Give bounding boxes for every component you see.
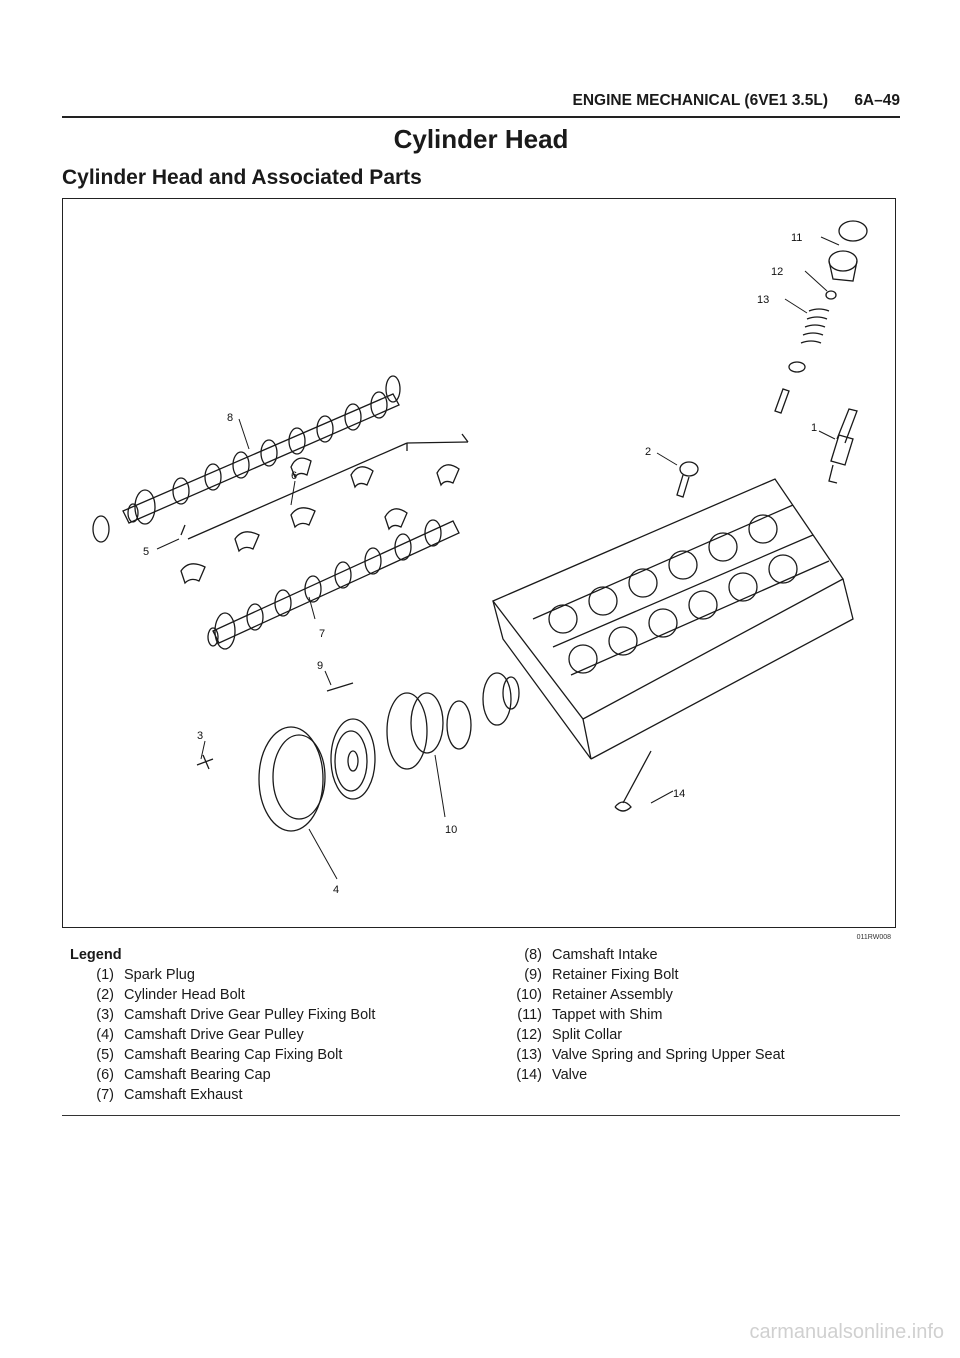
retainer-bolt-illustration <box>326 682 354 692</box>
callout-labels: 1 2 3 4 5 6 7 8 9 10 11 12 13 14 <box>143 232 817 896</box>
watermark: carmanualsonline.info <box>749 1321 944 1343</box>
cylinder-head-illustration <box>491 478 854 760</box>
callout-1: 1 <box>811 422 817 434</box>
pulley-bolt-illustration <box>196 754 214 770</box>
page-header: ENGINE MECHANICAL (6VE1 3.5L) 6A–49 <box>62 92 900 116</box>
legend-item: (8)Camshaft Intake <box>524 947 658 963</box>
diagram-drawing: 1 2 3 4 5 6 7 8 9 10 11 12 13 14 <box>92 220 868 896</box>
callout-13: 13 <box>757 294 769 306</box>
bearing-caps-lower <box>180 507 316 585</box>
callout-12: 12 <box>771 266 783 278</box>
legend-item: (5)Camshaft Bearing Cap Fixing Bolt <box>96 1047 343 1063</box>
legend-item: (7)Camshaft Exhaust <box>96 1087 243 1103</box>
callout-3: 3 <box>197 730 203 742</box>
legend-item: (4)Camshaft Drive Gear Pulley <box>96 1027 304 1043</box>
legend-item: (2)Cylinder Head Bolt <box>96 987 245 1003</box>
legend-column-left: (1)Spark Plug (2)Cylinder Head Bolt (3)C… <box>62 967 376 1107</box>
callout-10: 10 <box>445 824 457 836</box>
page-title: Cylinder Head <box>393 124 569 154</box>
valve-train-illustration <box>774 220 868 414</box>
legend-column-right: (8)Camshaft Intake (9)Retainer Fixing Bo… <box>490 947 785 1087</box>
legend-item: (11)Tappet with Shim <box>517 1007 663 1023</box>
callout-5: 5 <box>143 546 149 558</box>
drive-gear-pulley-illustration <box>258 718 376 832</box>
section-title: ENGINE MECHANICAL (6VE1 3.5L) <box>572 92 828 109</box>
callout-11: 11 <box>791 232 802 244</box>
section-subtitle: Cylinder Head and Associated Parts <box>62 166 422 189</box>
callout-8: 8 <box>227 412 233 424</box>
legend-item: (3)Camshaft Drive Gear Pulley Fixing Bol… <box>96 1007 376 1023</box>
callout-14: 14 <box>673 788 685 800</box>
callout-6: 6 <box>291 470 297 482</box>
footer-rule <box>62 1115 900 1116</box>
legend-item: (12)Split Collar <box>516 1027 623 1043</box>
bearing-caps-upper <box>187 433 469 540</box>
legend-item: (10)Retainer Assembly <box>516 987 673 1003</box>
legend-heading: Legend <box>70 947 122 963</box>
legend-item: (14)Valve <box>516 1067 588 1083</box>
cylinder-head-bolt-illustration <box>676 461 699 498</box>
legend-item: (13)Valve Spring and Spring Upper Seat <box>516 1047 785 1063</box>
exploded-diagram: 1 2 3 4 5 6 7 8 9 10 11 12 13 14 011RW00… <box>62 198 896 941</box>
legend-item: (9)Retainer Fixing Bolt <box>524 967 679 983</box>
spark-plug-illustration <box>828 408 858 484</box>
figure-code: 011RW008 <box>856 934 891 941</box>
callout-4: 4 <box>333 884 339 896</box>
legend-item: (6)Camshaft Bearing Cap <box>96 1067 271 1083</box>
callout-7: 7 <box>319 628 325 640</box>
legend-item: (1)Spark Plug <box>96 967 195 983</box>
callout-9: 9 <box>317 660 323 672</box>
page-number: 6A–49 <box>854 92 900 109</box>
callout-2: 2 <box>645 446 651 458</box>
camshaft-intake-illustration <box>92 375 401 543</box>
retainer-assembly-illustration <box>334 672 520 792</box>
header-rule <box>62 116 900 118</box>
camshaft-exhaust-illustration <box>207 519 460 650</box>
bearing-cap-bolt-illustration <box>180 524 186 536</box>
valve-illustration <box>614 750 652 812</box>
